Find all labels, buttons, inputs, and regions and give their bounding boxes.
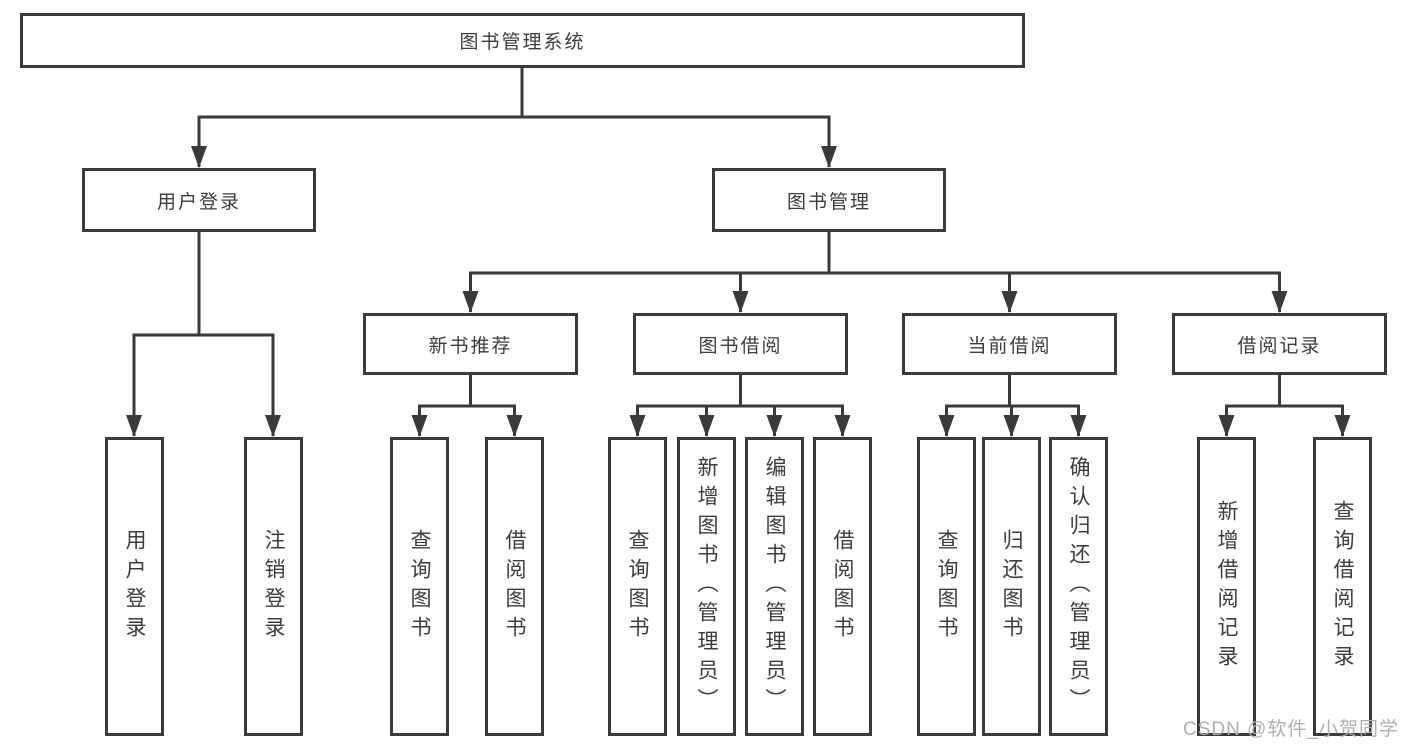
node-label: 借阅记录 — [1237, 335, 1322, 357]
node-label: 新增图书（管理员） — [695, 456, 718, 717]
csdn-watermark: CSDN @软件_小贺同学 — [1183, 719, 1399, 740]
node-label: 新书推荐 — [428, 335, 513, 357]
leaf-edit-book-admin: 编辑图书（管理员） — [745, 437, 804, 736]
node-label: 注销登录 — [262, 528, 285, 645]
node-label: 用户登录 — [156, 191, 241, 213]
leaf-query-books-borrow: 查询图书 — [608, 437, 667, 736]
node-borrowing-records: 借阅记录 — [1172, 313, 1387, 375]
node-label: 图书管理 — [786, 191, 871, 213]
node-book-borrowing: 图书借阅 — [633, 313, 848, 375]
node-library-management-system: 图书管理系统 — [20, 13, 1025, 68]
leaf-query-borrow-record: 查询借阅记录 — [1313, 437, 1372, 736]
node-label: 新增借阅记录 — [1215, 499, 1238, 674]
node-label: 借阅图书 — [503, 528, 526, 645]
leaf-borrow-books: 借阅图书 — [813, 437, 872, 736]
leaf-borrow-books-recommend: 借阅图书 — [485, 437, 544, 736]
node-label: 编辑图书（管理员） — [763, 456, 786, 717]
connector-user-login-split — [126, 232, 281, 437]
connector-book-borrow-split — [629, 375, 851, 437]
node-label: 查询图书 — [408, 528, 431, 645]
node-new-book-recommendation: 新书推荐 — [363, 313, 578, 375]
connector-current-borrow-split — [938, 375, 1087, 437]
node-label: 归还图书 — [1000, 528, 1023, 645]
leaf-query-books-current: 查询图书 — [917, 437, 976, 736]
node-label: 图书借阅 — [698, 335, 783, 357]
node-label: 图书管理系统 — [459, 32, 586, 53]
node-label: 借阅图书 — [831, 528, 854, 645]
leaf-user-login: 用户登录 — [105, 437, 164, 736]
node-label: 确认归还（管理员） — [1067, 456, 1090, 717]
connector-root-split — [191, 68, 837, 168]
leaf-add-borrow-record: 新增借阅记录 — [1197, 437, 1256, 736]
node-book-management: 图书管理 — [712, 168, 946, 232]
connector-book-management-split — [462, 232, 1288, 313]
leaf-add-book-admin: 新增图书（管理员） — [677, 437, 736, 736]
leaf-logout: 注销登录 — [244, 437, 303, 736]
node-current-borrowing: 当前借阅 — [902, 313, 1117, 375]
connector-borrow-records-split — [1218, 375, 1351, 437]
node-user-login: 用户登录 — [82, 168, 316, 232]
node-label: 用户登录 — [123, 528, 146, 645]
leaf-query-books-recommend: 查询图书 — [390, 437, 449, 736]
leaf-return-book: 归还图书 — [982, 437, 1041, 736]
node-label: 查询图书 — [935, 528, 958, 645]
node-label: 当前借阅 — [967, 335, 1052, 357]
node-label: 查询图书 — [626, 528, 649, 645]
leaf-confirm-return-admin: 确认归还（管理员） — [1049, 437, 1108, 736]
node-label: 查询借阅记录 — [1331, 499, 1354, 674]
connector-new-book-split — [411, 375, 523, 437]
